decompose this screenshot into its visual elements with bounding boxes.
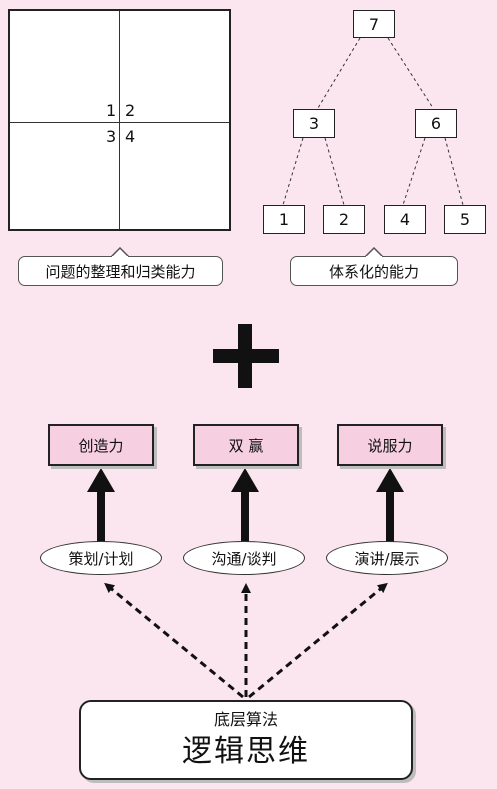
base-box: 底层算法 逻辑思维 (79, 700, 413, 780)
tree-node-2: 2 (323, 205, 365, 234)
quadrant-caption-pointer-cover (112, 256, 128, 259)
plus-sign (213, 324, 279, 388)
tree-node-6: 6 (415, 109, 457, 138)
arrow-head-3 (376, 468, 404, 492)
tree-caption: 体系化的能力 (290, 256, 458, 286)
edge-3-1 (282, 137, 304, 206)
edge-6-4 (402, 137, 426, 206)
quadrant-number-4: 4 (125, 127, 136, 146)
skill-presentation: 演讲/展示 (326, 541, 448, 575)
quadrant-number-2: 2 (125, 101, 136, 120)
arrow-head-2 (231, 468, 259, 492)
tree-node-5: 5 (444, 205, 486, 234)
tree-node-4: 4 (384, 205, 426, 234)
quadrant-caption: 问题的整理和归类能力 (18, 256, 223, 286)
quadrant-number-3: 3 (106, 127, 117, 146)
arrow-shaft-3 (386, 490, 394, 542)
tree-node-3: 3 (293, 109, 335, 138)
edge-7-6 (387, 37, 434, 109)
tree-node-1: 1 (263, 205, 305, 234)
tree-caption-pointer-cover (366, 256, 382, 259)
quadrant-number-1: 1 (106, 101, 117, 120)
dashed-arrow-left (104, 582, 244, 699)
edge-7-3 (317, 37, 361, 109)
quadrant-horizontal-line (10, 122, 229, 123)
skill-negotiation: 沟通/谈判 (183, 541, 305, 575)
outcome-creativity: 创造力 (48, 424, 154, 466)
quadrant-vertical-line (119, 11, 120, 229)
dashed-arrow-right (248, 582, 388, 699)
edge-6-5 (444, 137, 464, 206)
edge-3-2 (324, 137, 345, 206)
quadrant-box: 1 2 3 4 (8, 9, 231, 231)
outcome-win-win: 双 赢 (193, 424, 299, 466)
outcome-persuasion: 说服力 (337, 424, 443, 466)
dashed-arrows (104, 582, 388, 699)
arrow-head-1 (87, 468, 115, 492)
solid-arrows (87, 468, 404, 542)
base-subtitle: 底层算法 (213, 710, 278, 730)
tree-edges (282, 37, 464, 206)
skill-planning: 策划/计划 (40, 541, 162, 575)
base-title: 逻辑思维 (182, 733, 310, 769)
tree-node-root: 7 (353, 10, 395, 38)
arrow-shaft-2 (241, 490, 249, 542)
arrow-shaft-1 (97, 490, 105, 542)
